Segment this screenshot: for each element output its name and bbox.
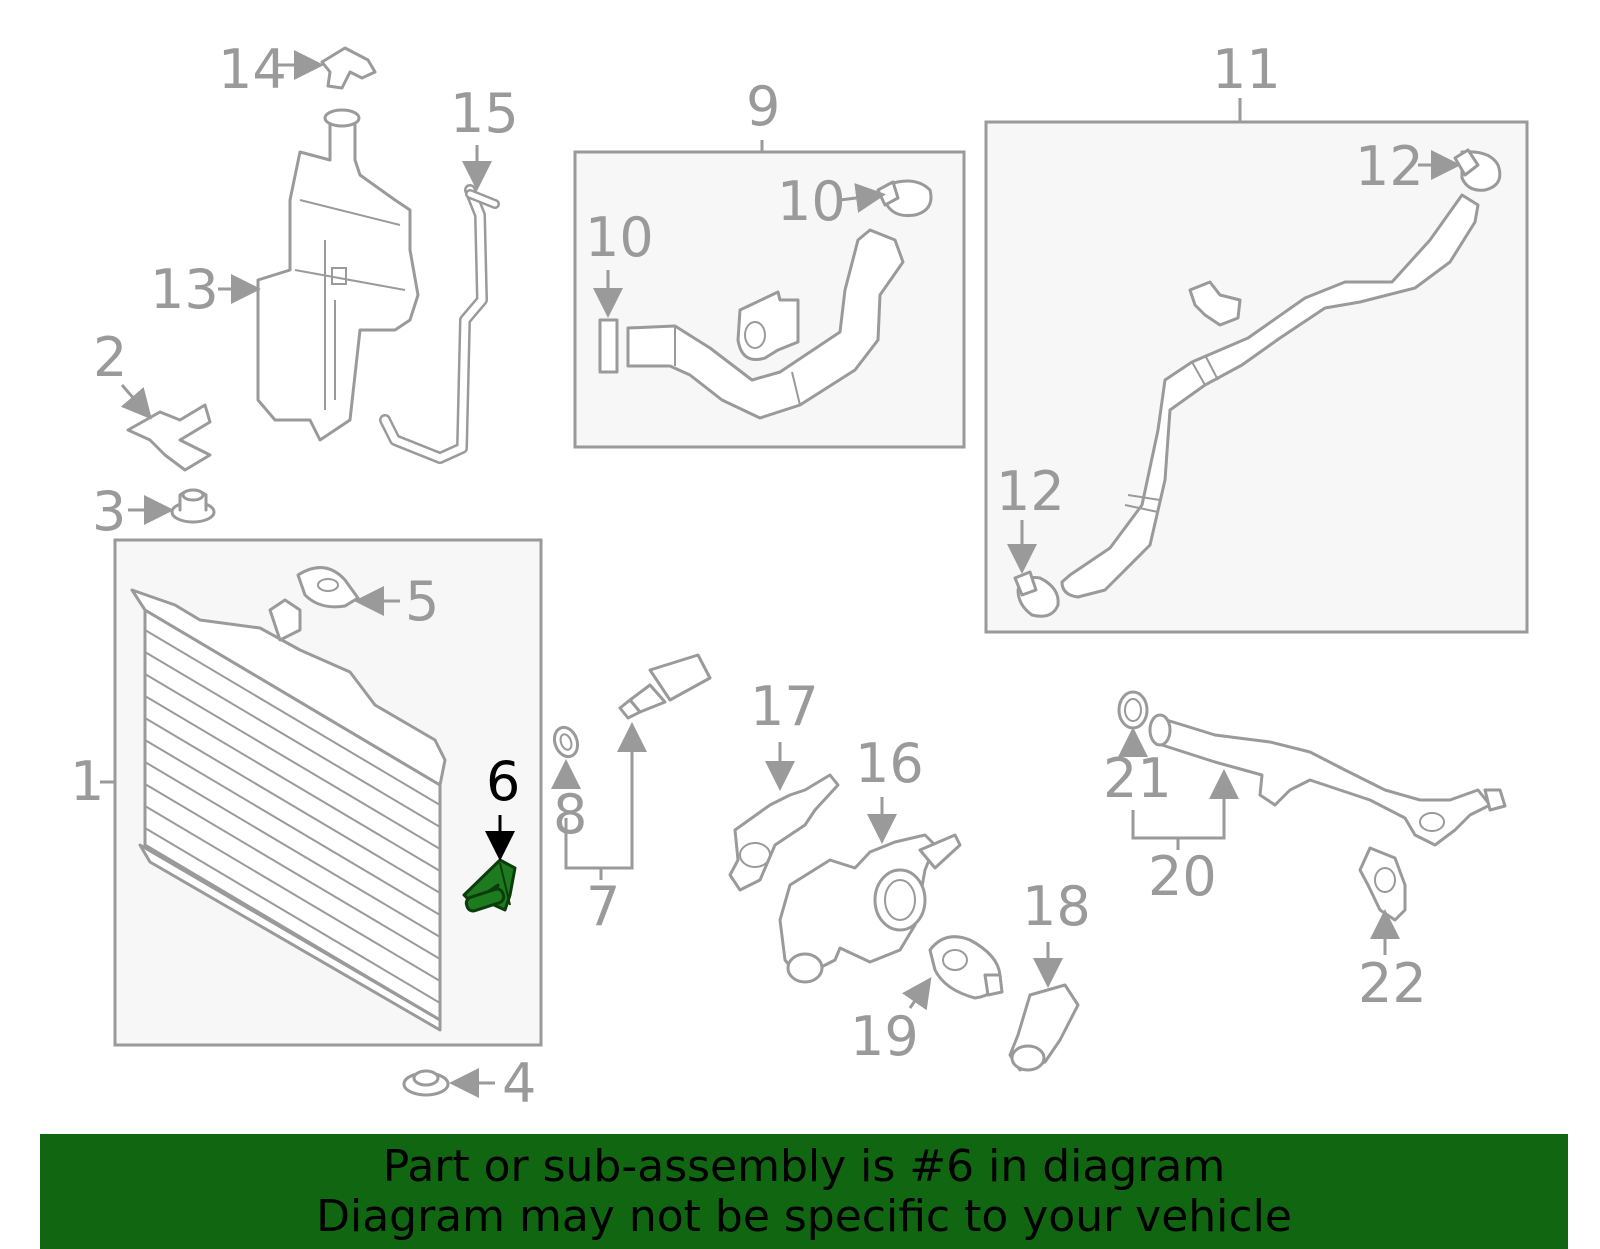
- part-3-grommet[interactable]: [170, 488, 216, 524]
- callout-13: 13: [150, 258, 219, 321]
- part-8-oring[interactable]: [551, 724, 582, 760]
- callout-12b: 12: [996, 460, 1065, 523]
- part-22-gasket[interactable]: [1358, 846, 1407, 922]
- part-16-housing[interactable]: [778, 833, 962, 984]
- part-4-plug[interactable]: [402, 1069, 450, 1097]
- part-7-sensor[interactable]: [618, 653, 712, 720]
- callout-11: 11: [1212, 38, 1281, 101]
- part-5-cap[interactable]: [296, 566, 360, 609]
- callout-9: 9: [746, 75, 780, 138]
- info-banner: Part or sub-assembly is #6 in diagram Di…: [40, 1134, 1568, 1249]
- part-9-hose[interactable]: [598, 179, 933, 420]
- callout-1: 1: [70, 750, 104, 813]
- part-15-hose[interactable]: [379, 184, 500, 464]
- callout-22: 22: [1358, 952, 1427, 1015]
- part-21-oring[interactable]: [1117, 690, 1149, 730]
- callout-17: 17: [750, 675, 819, 738]
- callout-10b: 10: [585, 206, 654, 269]
- callout-14: 14: [218, 38, 287, 101]
- part-19-thermostat[interactable]: [928, 935, 1004, 1000]
- leader-lines: [100, 50, 1461, 1098]
- callout-7: 7: [586, 875, 620, 938]
- callout-2: 2: [93, 326, 127, 389]
- part-2-bracket[interactable]: [126, 403, 212, 472]
- banner-line-1: Part or sub-assembly is #6 in diagram: [382, 1141, 1226, 1192]
- callout-21: 21: [1103, 747, 1172, 810]
- part-1-radiator[interactable]: [130, 588, 447, 1032]
- callout-10a: 10: [777, 170, 846, 233]
- part-11-hose[interactable]: [1013, 148, 1502, 618]
- callout-16: 16: [855, 732, 924, 795]
- part-14-cap[interactable]: [320, 46, 377, 90]
- group-box-11: [984, 120, 1529, 634]
- callout-12a: 12: [1355, 135, 1424, 198]
- callout-4: 4: [502, 1052, 536, 1115]
- callout-labels: 14 13 15 2 3 5 1 4 6 8 7 9 10 10 11 12 1…: [70, 38, 1427, 1115]
- callout-20: 20: [1148, 845, 1217, 908]
- banner-line-2: Diagram may not be specific to your vehi…: [316, 1191, 1292, 1242]
- part-6-highlighted[interactable]: [462, 858, 517, 913]
- callout-6: 6: [486, 750, 520, 813]
- part-17-gasket[interactable]: [728, 773, 840, 892]
- callout-5: 5: [405, 570, 439, 633]
- part-13-reservoir[interactable]: [256, 108, 420, 442]
- callout-15: 15: [450, 82, 519, 145]
- callout-19: 19: [850, 1005, 919, 1068]
- part-20-pipe[interactable]: [1148, 713, 1507, 847]
- callout-3: 3: [92, 480, 126, 543]
- callout-18: 18: [1022, 875, 1091, 938]
- callout-8: 8: [553, 783, 587, 846]
- part-18-outlet[interactable]: [1008, 983, 1080, 1072]
